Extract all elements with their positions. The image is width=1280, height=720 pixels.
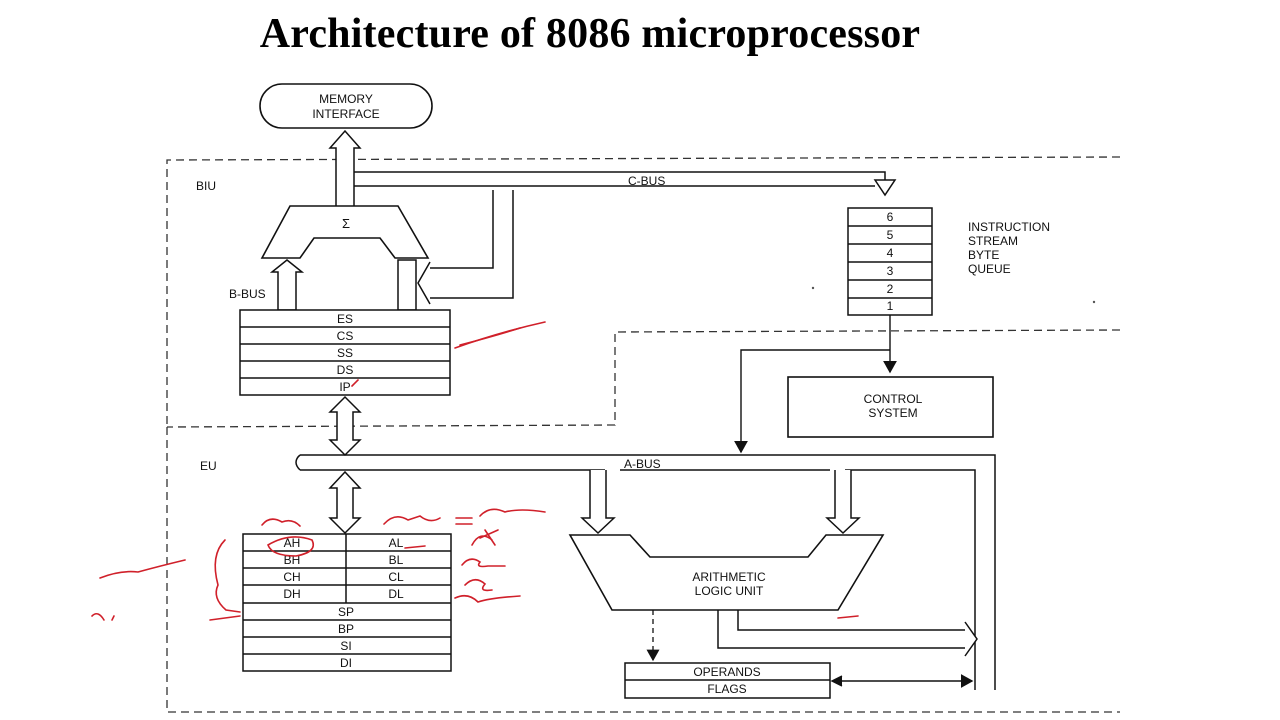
operands-flags <box>624 662 831 699</box>
adder-sigma: Σ <box>342 216 350 231</box>
operands-label: OPERANDS <box>693 665 760 679</box>
arithmetic-logic-unit: ARITHMETIC LOGIC UNIT <box>568 534 885 611</box>
queue-slot-3: 3 <box>887 264 894 278</box>
handwritten-annotations <box>91 321 859 621</box>
queue-label-1: INSTRUCTION <box>968 220 1050 234</box>
queue-slot-1: 1 <box>887 299 894 313</box>
general-registers <box>242 533 452 672</box>
control-system: CONTROL SYSTEM <box>787 376 994 438</box>
queue-slot-2: 2 <box>887 282 894 296</box>
b-bus-arrows <box>269 259 417 311</box>
register-dl: DL <box>388 587 404 601</box>
page-title: Architecture of 8086 microprocessor <box>259 11 921 57</box>
memory-interface-line1: MEMORY <box>319 92 373 106</box>
register-si: SI <box>340 639 351 653</box>
alu-line2: LOGIC UNIT <box>695 584 764 598</box>
register-ch: CH <box>283 570 300 584</box>
register-dh: DH <box>283 587 300 601</box>
register-bp: BP <box>338 622 354 636</box>
biu-label: BIU <box>196 179 216 193</box>
c-bus-label: C-BUS <box>628 174 665 188</box>
flags-label: FLAGS <box>707 682 746 696</box>
control-system-line2: SYSTEM <box>868 406 917 420</box>
memory-interface-line2: INTERFACE <box>312 107 379 121</box>
register-di: DI <box>340 656 352 670</box>
memory-bus-arrow <box>328 129 362 208</box>
biu-boundary <box>166 156 1121 428</box>
queue-label-3: BYTE <box>968 248 999 262</box>
address-adder: Σ <box>260 205 430 259</box>
b-bus-label: B-BUS <box>229 287 266 301</box>
alu-line1: ARITHMETIC <box>692 570 766 584</box>
register-ds: DS <box>337 363 354 377</box>
queue-label-2: STREAM <box>968 234 1018 248</box>
c-bus <box>354 171 897 197</box>
internal-bus-arrow-bottom <box>328 470 362 535</box>
queue-slot-5: 5 <box>887 228 894 242</box>
queue-label-4: QUEUE <box>968 262 1011 276</box>
register-es: ES <box>337 312 353 326</box>
register-ss: SS <box>337 346 353 360</box>
register-ah: AH <box>284 536 301 550</box>
register-sp: SP <box>338 605 354 619</box>
queue-output-lines <box>734 315 897 454</box>
c-bus-feedback <box>417 190 514 305</box>
a-bus <box>295 454 996 690</box>
queue-slot-6: 6 <box>887 210 894 224</box>
register-bl: BL <box>389 553 404 567</box>
a-bus-label: A-BUS <box>624 457 661 471</box>
alu-input-arrows <box>580 470 861 535</box>
register-cs: CS <box>337 329 354 343</box>
flags-bus-link <box>830 674 974 688</box>
alu-output-lines <box>717 610 978 657</box>
eu-boundary <box>166 427 1120 713</box>
internal-bus-arrow-top <box>328 395 362 457</box>
register-al: AL <box>389 536 404 550</box>
control-system-line1: CONTROL <box>864 392 923 406</box>
queue-slot-4: 4 <box>887 246 894 260</box>
eu-label: EU <box>200 459 217 473</box>
segment-registers <box>239 309 451 396</box>
memory-interface: MEMORY INTERFACE <box>259 83 433 129</box>
register-ip: IP <box>339 380 350 394</box>
instruction-queue <box>847 207 933 316</box>
register-cl: CL <box>388 570 404 584</box>
